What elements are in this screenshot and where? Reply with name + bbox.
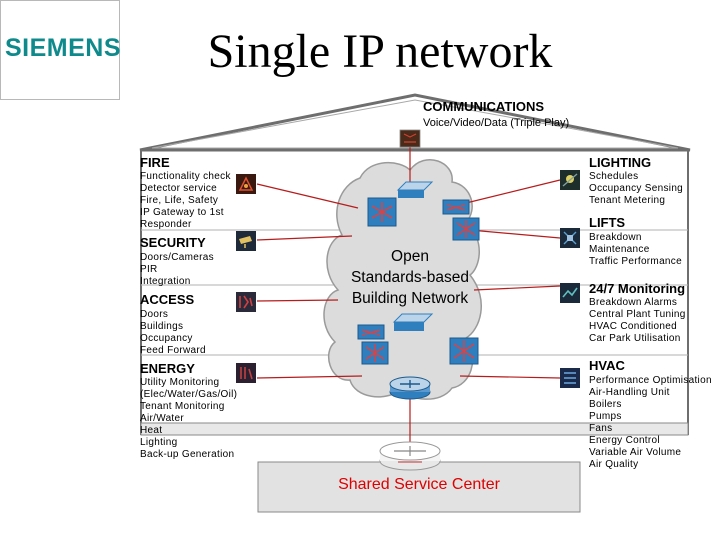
network-switch-right-a xyxy=(442,199,470,215)
monitoring-icon xyxy=(560,283,580,303)
network-label-line3: Building Network xyxy=(351,290,469,307)
lift-icon xyxy=(560,228,580,248)
siemens-logo: SIEMENS xyxy=(0,0,122,100)
hvac-icon xyxy=(560,368,580,388)
network-switch-mid xyxy=(392,313,434,331)
fire-detector-icon xyxy=(236,174,256,194)
network-label-line1: Open xyxy=(391,248,429,265)
monitoring-title: 24/7 Monitoring xyxy=(589,281,686,296)
lighting-title: LIGHTING xyxy=(589,155,652,170)
energy-meter-icon xyxy=(236,363,256,383)
router-icon xyxy=(389,376,431,400)
access-control-icon xyxy=(236,292,256,312)
hvac-title: HVAC xyxy=(589,358,625,373)
network-switch-right-b xyxy=(452,217,480,241)
lighting-icon xyxy=(560,170,580,190)
communications-subtitle: Voice/Video/Data (Triple Play) xyxy=(423,117,570,129)
network-switch-top xyxy=(396,181,434,198)
energy-title: ENERGY xyxy=(140,361,195,376)
network-label: Open Standards-based Building Network xyxy=(320,246,500,309)
lifts-title: LIFTS xyxy=(589,215,626,230)
building-roof xyxy=(139,93,691,152)
energy-details: Utility Monitoring(Elec/Water/Gas/Oil)Te… xyxy=(140,377,238,460)
security-camera-icon xyxy=(236,231,256,251)
service-center-router-icon xyxy=(379,441,441,471)
logo-text: SIEMENS xyxy=(5,34,122,62)
slide-title: Single IP network xyxy=(207,25,553,78)
network-switch-low-right xyxy=(449,337,479,365)
shared-service-center-label: Shared Service Center xyxy=(338,476,500,493)
communications-title: COMMUNICATIONS xyxy=(423,99,545,114)
fire-title: FIRE xyxy=(140,155,170,170)
building-base xyxy=(140,422,689,436)
network-switch-low-left xyxy=(357,324,389,365)
service-center-box xyxy=(257,461,581,513)
security-title: SECURITY xyxy=(140,235,206,250)
network-label-line2: Standards-based xyxy=(350,269,470,286)
network-switch-left xyxy=(367,197,397,227)
access-title: ACCESS xyxy=(140,292,195,307)
